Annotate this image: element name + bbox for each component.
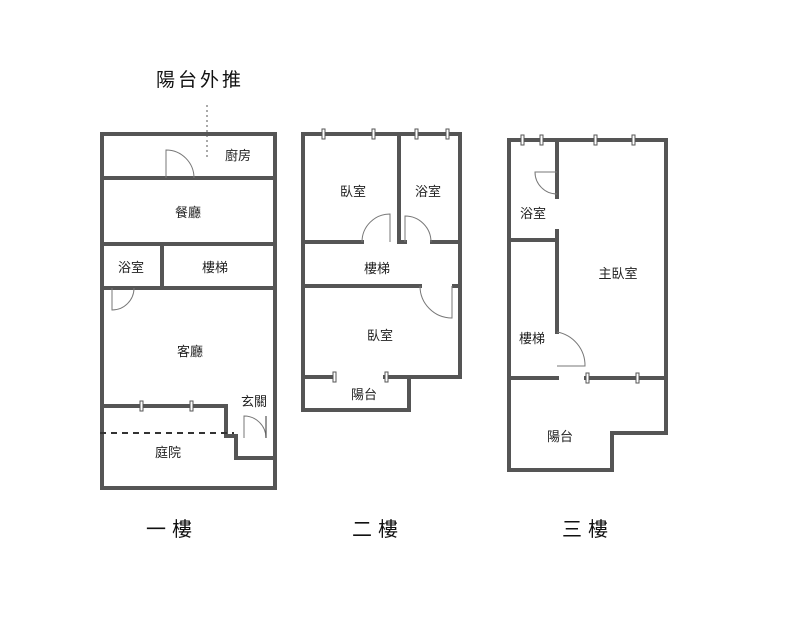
floor-1-label: 一樓 xyxy=(146,517,198,541)
room-kitchen: 廚房 xyxy=(225,148,251,164)
room-balcony: 陽台 xyxy=(547,430,573,445)
room-balcony: 陽台 xyxy=(351,388,377,403)
room-bath: 浴室 xyxy=(520,206,546,222)
room-bath: 浴室 xyxy=(118,260,144,276)
room-stairs: 樓梯 xyxy=(519,332,545,347)
balcony-extension-note: 陽台外推 xyxy=(156,69,244,91)
floor-3-label: 三樓 xyxy=(562,517,614,541)
room-bedroom-b: 臥室 xyxy=(367,328,393,344)
floor-2-plan: 臥室 浴室 樓梯 臥室 陽台 xyxy=(301,128,462,412)
room-garden: 庭院 xyxy=(155,445,181,461)
room-bedroom-a: 臥室 xyxy=(340,184,366,200)
room-foyer: 玄關 xyxy=(241,395,267,410)
room-master-bedroom: 主臥室 xyxy=(598,266,637,282)
room-stairs: 樓梯 xyxy=(202,261,228,276)
floor-3-plan: 浴室 主臥室 樓梯 陽台 xyxy=(507,134,668,472)
room-stairs: 樓梯 xyxy=(364,262,390,277)
room-dining: 餐廳 xyxy=(175,205,201,221)
room-living: 客廳 xyxy=(177,344,203,360)
room-bath: 浴室 xyxy=(415,184,441,200)
floor-2-label: 二樓 xyxy=(352,517,404,541)
floor-1-plan: 廚房 餐廳 浴室 樓梯 客廳 玄關 庭院 xyxy=(100,132,277,490)
